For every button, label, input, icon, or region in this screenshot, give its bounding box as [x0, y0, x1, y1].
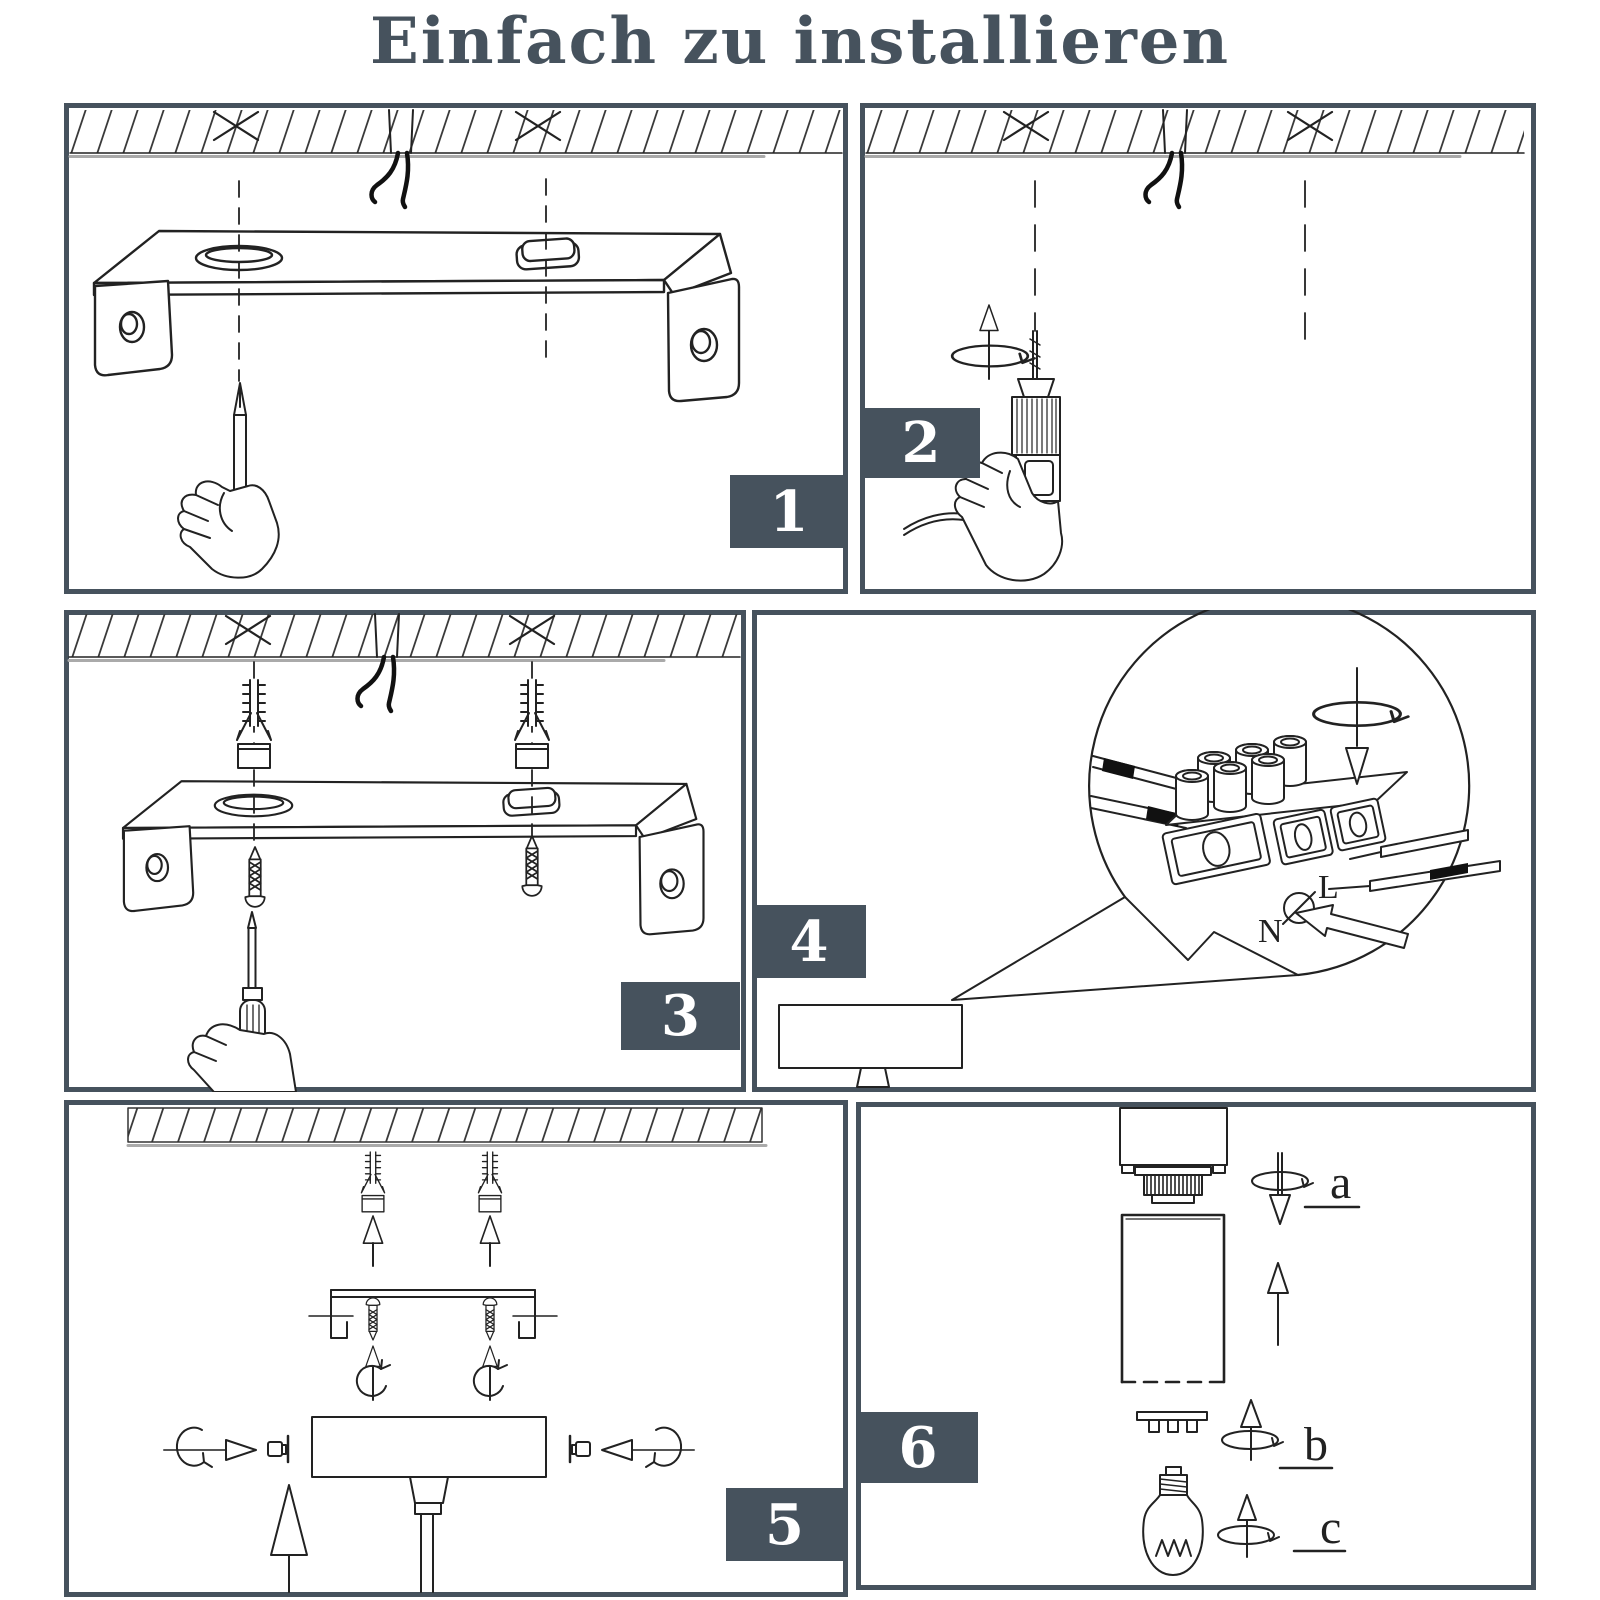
wiring-label-live: L [1318, 869, 1339, 906]
cord-icon [903, 512, 966, 536]
up-arrow-icon [362, 1215, 501, 1267]
canopy [311, 1416, 547, 1478]
part-label-b: b [1304, 1418, 1328, 1471]
up-arrow-icon [1267, 1262, 1289, 1346]
illustration-mount-canopy [126, 1107, 768, 1593]
step-number-badge: 4 [752, 905, 866, 978]
illustration-mark-holes [68, 103, 843, 579]
step-number-badge: 5 [726, 1488, 843, 1561]
socket-housing [1119, 1107, 1228, 1204]
side-screw-right [568, 1426, 695, 1468]
step-number-badge: 6 [858, 1412, 978, 1483]
step-number: 6 [898, 1414, 938, 1481]
cord-grip [409, 1476, 449, 1593]
canopy [778, 1004, 963, 1088]
bracket-profile [308, 1289, 558, 1341]
big-up-arrow-icon [270, 1484, 308, 1593]
hand-icon [187, 1023, 297, 1092]
step-panel-3: 3 [64, 610, 746, 1092]
step-number: 1 [769, 478, 809, 545]
wall-plug-icon [360, 1151, 386, 1213]
step-number: 5 [765, 1491, 804, 1558]
step-number-badge: 1 [730, 475, 848, 548]
step-number-badge: 2 [862, 408, 980, 478]
bulb-icon [1142, 1466, 1204, 1576]
magnifier-circle [951, 610, 1471, 1001]
fixture-wires [1328, 829, 1501, 892]
side-screw-left [163, 1426, 290, 1468]
illustration-drill-holes [864, 103, 1525, 582]
mounting-bracket [92, 229, 741, 403]
rotation-arrow-a-icon [1251, 1152, 1314, 1225]
part-label-c: c [1320, 1501, 1341, 1554]
socket-ring [1136, 1411, 1208, 1433]
step-panel-4: L N 4 [752, 610, 1536, 1092]
step-number-badge: 3 [621, 982, 740, 1050]
rotation-arrow-b-icon [1221, 1399, 1284, 1461]
wall-plug-icon [514, 679, 550, 769]
illustration-anchor-and-screw [67, 610, 741, 1092]
mounting-bracket [121, 780, 705, 936]
shade-cylinder [1120, 1213, 1226, 1384]
ceiling-hatch [67, 614, 741, 662]
step-panel-2: 2 [860, 103, 1536, 594]
ceiling-hatch [126, 1107, 768, 1147]
ceiling-hatch [864, 110, 1525, 158]
alignment-dashed-lines [238, 178, 547, 382]
illustration-assemble-shade-bulb: a [1119, 1107, 1361, 1576]
part-label-a: a [1330, 1156, 1351, 1209]
wall-plug-icon [477, 1151, 503, 1213]
wall-plug-icon [236, 679, 272, 769]
screw-up-rotation-icons [355, 1345, 508, 1401]
rotation-arrow-icon [950, 304, 1036, 380]
illustration-wiring-detail: L N [778, 610, 1501, 1088]
step-number: 2 [901, 410, 941, 476]
hand-icon [177, 480, 280, 579]
step-number: 4 [789, 908, 829, 975]
rotation-arrow-icon [1312, 667, 1410, 785]
rotation-arrow-c-icon [1217, 1494, 1280, 1558]
step-number: 3 [661, 983, 700, 1049]
step-panel-5: 5 [64, 1100, 848, 1597]
insert-arrow-icon [1295, 904, 1409, 949]
step-panel-1: 1 [64, 103, 848, 594]
ceiling-hatch [68, 110, 843, 158]
screw-icon [521, 835, 543, 897]
alignment-dashed-lines [1034, 180, 1306, 344]
screw-icon [244, 846, 266, 908]
page-title: Einfach zu installieren [369, 4, 1231, 79]
wiring-label-neutral: N [1258, 913, 1283, 950]
terminal-barrels [1175, 735, 1307, 821]
terminal-block [1161, 735, 1408, 886]
step-panel-6: a [856, 1102, 1536, 1590]
